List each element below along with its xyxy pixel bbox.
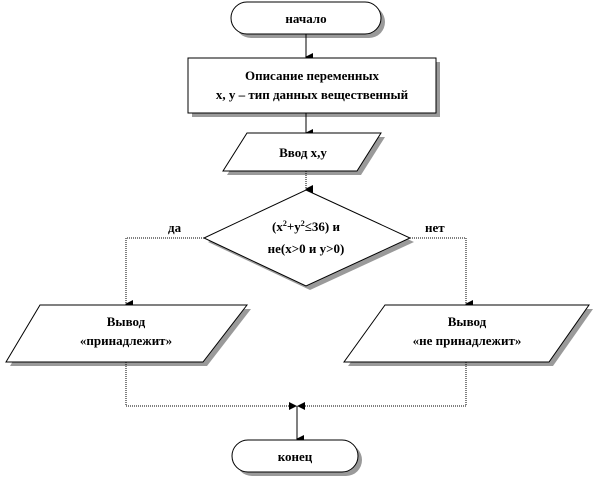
merge-arrow-left xyxy=(289,402,297,410)
condition-line2: не(x>0 и y>0) xyxy=(268,241,345,256)
output-yes-line1: Вывод xyxy=(107,314,146,329)
end-label: конец xyxy=(278,449,313,464)
branch-no-label: нет xyxy=(425,220,445,235)
output-no-io: Вывод «не принадлежит» xyxy=(343,304,593,366)
declare-line2: x, y – тип данных вещественный xyxy=(216,87,409,102)
input-label: Ввод x,y xyxy=(279,145,327,160)
branch-yes-label: да xyxy=(168,220,182,235)
output-no-line2: «не принадлежит» xyxy=(413,333,522,348)
connector-condition-no xyxy=(410,237,473,308)
declare-line1: Описание переменных xyxy=(245,68,380,83)
output-yes-io: Вывод «принадлежит» xyxy=(5,304,251,366)
start-terminal: начало xyxy=(230,1,385,38)
input-io: Ввод x,y xyxy=(222,132,385,175)
connector-no-merge xyxy=(304,362,467,407)
condition-line1: (x2+y2≤36) и xyxy=(272,219,340,234)
condition-decision: (x2+y2≤36) и не(x>0 и y>0) xyxy=(202,189,414,290)
connector-yes-merge xyxy=(125,362,290,407)
start-label: начало xyxy=(285,11,326,26)
merge-arrow-right xyxy=(297,402,305,410)
end-terminal: конец xyxy=(231,439,362,476)
connector-condition-yes xyxy=(125,237,204,308)
output-no-line1: Вывод xyxy=(448,314,487,329)
declare-process: Описание переменных x, y – тип данных ве… xyxy=(187,57,440,117)
output-yes-line2: «принадлежит» xyxy=(80,333,172,348)
